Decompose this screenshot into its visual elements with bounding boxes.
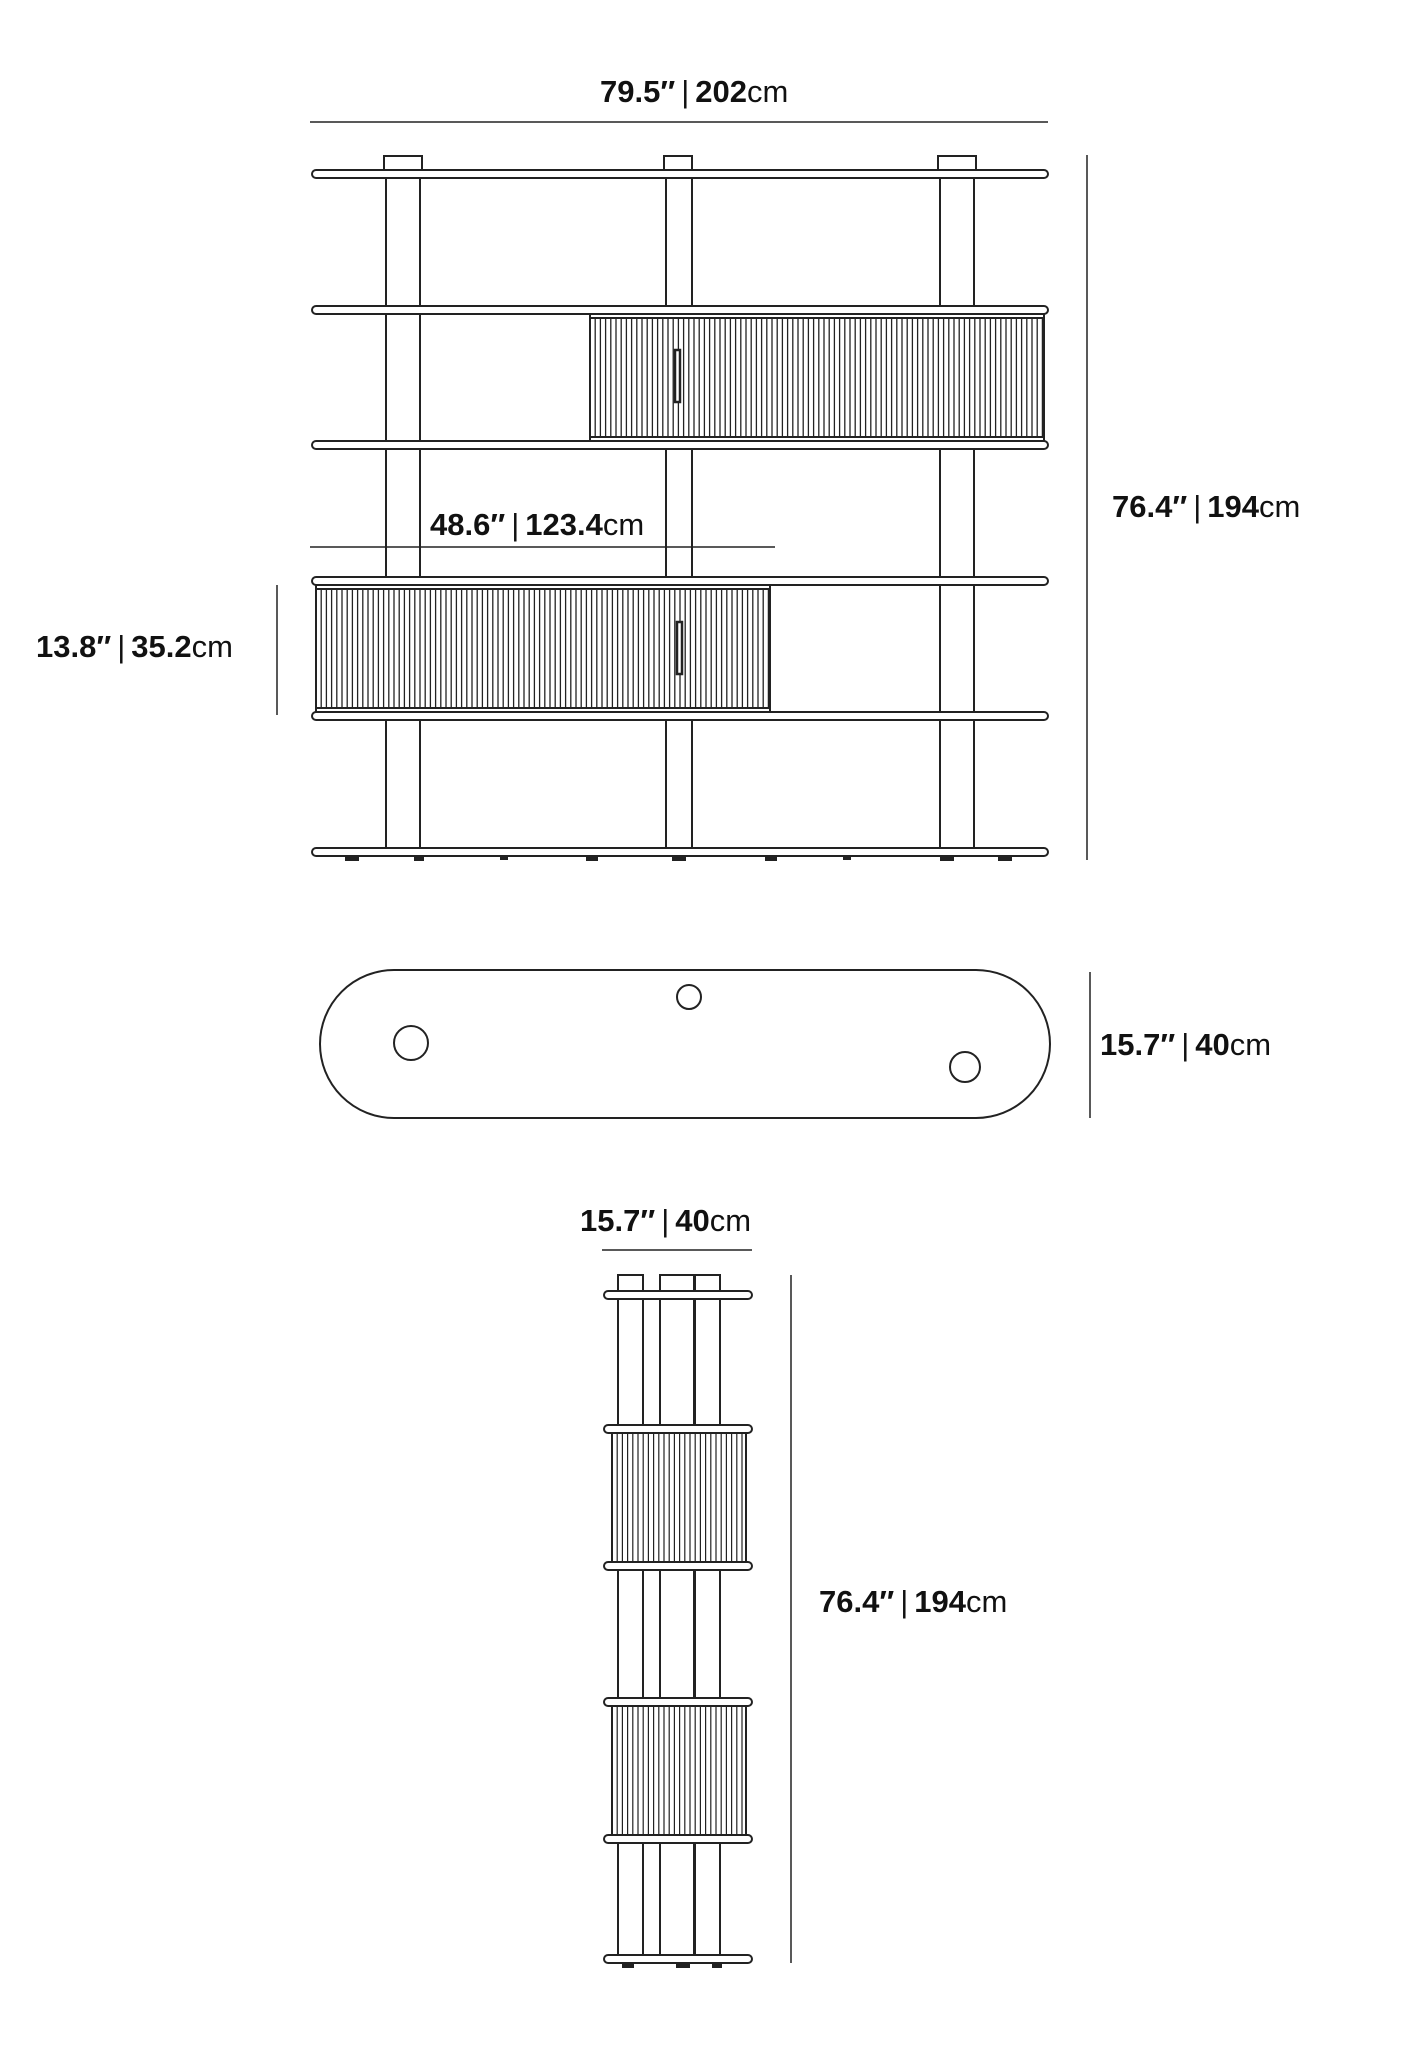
shelf — [603, 1834, 753, 1844]
cabinet-handle — [673, 348, 682, 404]
shelf — [603, 1954, 753, 1964]
post — [385, 176, 421, 854]
shelf — [603, 1561, 753, 1571]
front-width-label: 79.5″|202cm — [600, 74, 789, 109]
post-hole — [949, 1051, 981, 1083]
top-view — [319, 969, 1091, 1119]
side-lower-cabinet — [611, 1705, 747, 1836]
post-cap — [663, 155, 693, 172]
shelf — [603, 1424, 753, 1434]
shelf — [311, 305, 1049, 315]
shelf — [311, 711, 1049, 721]
shelf — [311, 169, 1049, 179]
post-hole — [676, 984, 702, 1010]
shelf — [603, 1290, 753, 1300]
shelf — [603, 1697, 753, 1707]
post-cap — [937, 155, 977, 172]
post — [694, 1296, 721, 1956]
post-cap — [383, 155, 423, 172]
shelf — [311, 847, 1049, 857]
post — [617, 1296, 644, 1956]
post — [665, 176, 693, 854]
side-depth-label: 15.7″|40cm — [580, 1203, 752, 1238]
shelf — [311, 576, 1049, 586]
side-view — [602, 1249, 792, 1968]
cabinet-handle — [675, 620, 684, 676]
post — [939, 176, 975, 854]
side-height-label: 76.4″|194cm — [819, 1584, 1008, 1619]
shelf — [311, 440, 1049, 450]
side-upper-cabinet — [611, 1432, 747, 1563]
front-height-label: 76.4″|194cm — [1112, 489, 1301, 524]
feet — [345, 857, 1012, 861]
cabinet-height-label: 13.8″|35.2cm — [36, 629, 233, 664]
top-outline — [319, 969, 1051, 1119]
front-view — [276, 121, 1088, 861]
post-hole — [393, 1025, 429, 1061]
cabinet-width-label: 48.6″|123.4cm — [430, 507, 645, 542]
lower-cabinet — [315, 584, 771, 713]
upper-cabinet — [589, 313, 1045, 442]
post — [659, 1296, 695, 1956]
top-depth-label: 15.7″|40cm — [1100, 1027, 1272, 1062]
